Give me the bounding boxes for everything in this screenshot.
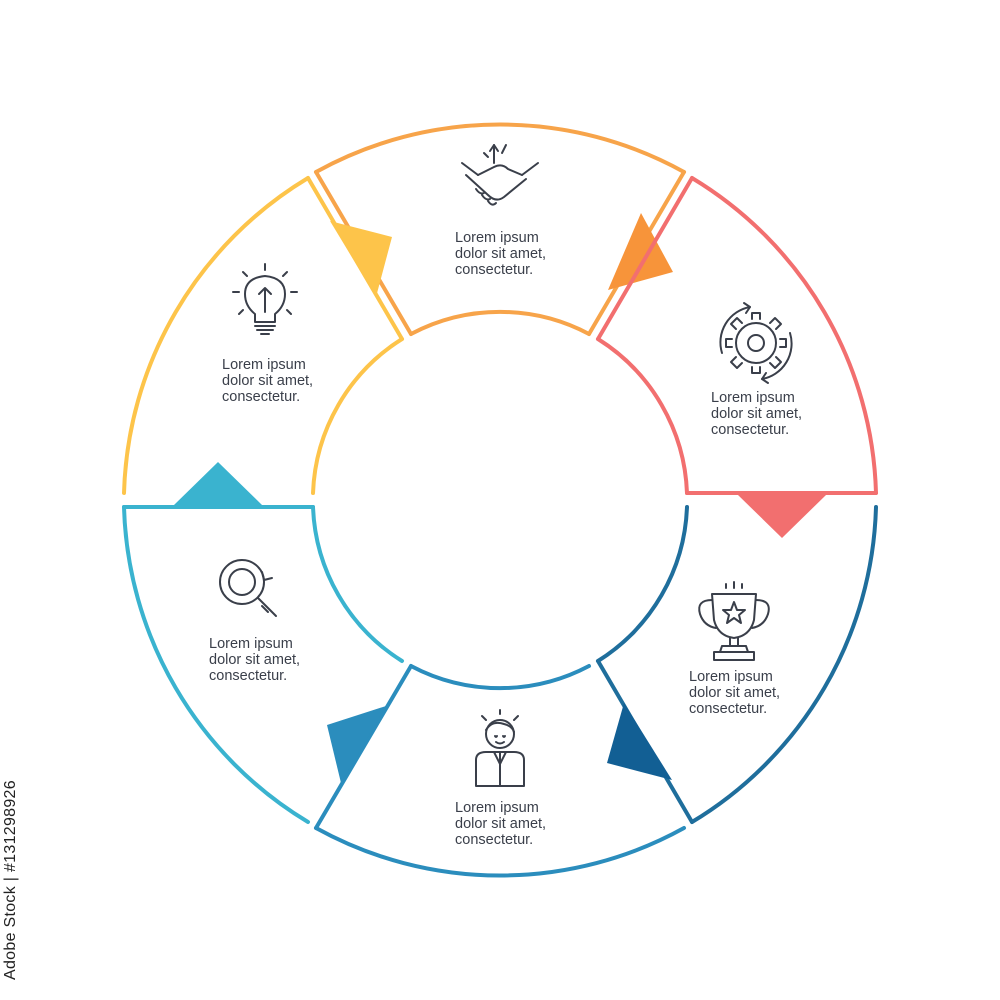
segment-lower-left-text: Lorem ipsum dolor sit amet, consectetur. [209, 636, 300, 684]
handshake-icon [461, 144, 539, 206]
person-icon [475, 709, 525, 787]
label-line: Lorem ipsum [455, 230, 539, 246]
label-line: consectetur. [689, 701, 768, 717]
label-line: Lorem ipsum [209, 636, 293, 652]
segment-upper-right-outline [596, 176, 878, 495]
label-line: Lorem ipsum [689, 669, 773, 685]
segment-bottom-flag [327, 706, 386, 783]
stock-id-text: Adobe Stock | #131298926 [2, 780, 19, 980]
trophy-icon [698, 581, 770, 661]
segment-upper-left-outline [122, 176, 404, 495]
segment-lower-right-flag [607, 703, 672, 780]
label-line: consectetur. [455, 832, 534, 848]
label-line: consectetur. [222, 389, 301, 405]
label-line: dolor sit amet, [209, 652, 301, 668]
magnifier-icon [219, 559, 277, 617]
label-line: consectetur. [455, 262, 534, 278]
segment-lower-right-outline [596, 505, 878, 824]
lightbulb-icon [232, 263, 298, 335]
label-line: dolor sit amet, [711, 406, 803, 422]
label-line: consectetur. [711, 422, 790, 438]
label-line: Lorem ipsum [222, 357, 306, 373]
gear-icon [719, 302, 793, 384]
label-line: dolor sit amet, [689, 685, 781, 701]
segment-lower-left-outline [122, 505, 404, 824]
segment-top-outline [314, 122, 686, 336]
segment-bottom-outline [314, 664, 686, 878]
label-line: dolor sit amet, [222, 373, 314, 389]
label-line: Lorem ipsum [455, 800, 539, 816]
segment-upper-left-flag [330, 221, 392, 297]
segment-upper-right-text: Lorem ipsum dolor sit amet, consectetur. [711, 390, 802, 438]
segment-lower-right-text: Lorem ipsum dolor sit amet, consectetur. [689, 669, 780, 717]
segment-upper-left-text: Lorem ipsum dolor sit amet, consectetur. [222, 357, 313, 405]
label-line: dolor sit amet, [455, 816, 547, 832]
segment-lower-left-flag [174, 462, 262, 505]
label-line: dolor sit amet, [455, 246, 547, 262]
label-line: Lorem ipsum [711, 390, 795, 406]
segment-top-text: Lorem ipsum dolor sit amet, consectetur. [455, 230, 546, 278]
label-line: consectetur. [209, 668, 288, 684]
segment-top-flag [608, 213, 673, 290]
segment-upper-right-flag [738, 495, 826, 538]
segment-bottom-text: Lorem ipsum dolor sit amet, consectetur. [455, 800, 546, 848]
